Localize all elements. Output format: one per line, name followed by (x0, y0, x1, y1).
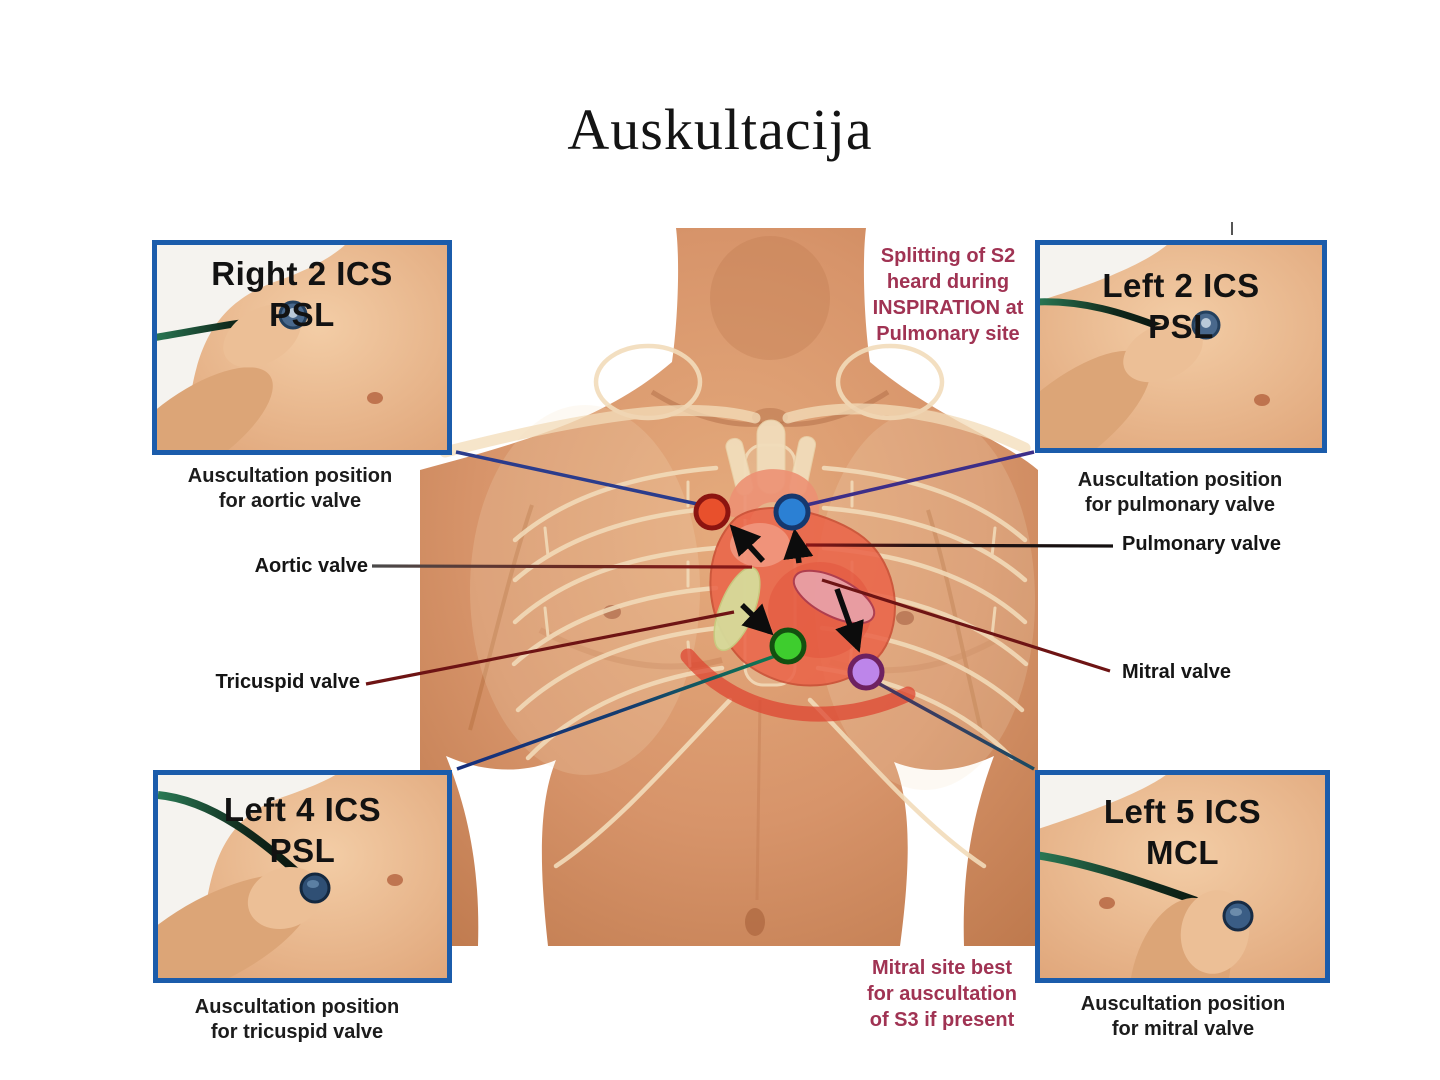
arrow-to-aortic-site (729, 524, 766, 563)
connector-mitral-site-to-bottom-right (875, 680, 1035, 771)
connector-tricuspid-site-to-bottom-left (456, 653, 779, 771)
stray-cursor-mark (1231, 222, 1233, 235)
valve-label-mitral: Mitral valve (1122, 661, 1231, 683)
note-s3-mitral: Mitral site best for auscultation of S3 … (866, 957, 1017, 1031)
caption-aortic-valve: Auscultation position for aortic valve (187, 465, 393, 512)
mitral-site-marker (847, 653, 885, 691)
arrow-to-tricuspid-site (740, 603, 774, 636)
note-s2-splitting: Splitting of S2 heard during INSPIRATION… (872, 245, 1024, 345)
inset-frame-bottom-left: Left 4 ICS PSL (153, 770, 452, 983)
inset-label-left-4-ics: Left 4 ICS PSL (223, 791, 382, 870)
page-title: Auskultacija (567, 97, 873, 162)
inset-frame-bottom-right: Left 5 ICS MCL (1035, 770, 1330, 983)
connector-top-left-to-aortic-site (455, 450, 703, 507)
arrow-to-mitral-site (834, 588, 864, 653)
inset-label-left-5-ics: Left 5 ICS MCL (1103, 793, 1262, 872)
inset-frame-top-right: Left 2 ICS PSL (1035, 240, 1327, 453)
aortic-site-marker (693, 493, 731, 531)
valve-label-aortic: Aortic valve (254, 555, 368, 577)
stethoscope-chestpiece (1222, 900, 1254, 932)
inset-frame-top-left: Right 2 ICS PSL (152, 240, 452, 455)
caption-tricuspid-valve: Auscultation position for tricuspid valv… (194, 996, 400, 1043)
caption-pulmonary-valve: Auscultation position for pulmonary valv… (1077, 469, 1283, 516)
leader-line-aortic-valve (371, 564, 753, 569)
tricuspid-site-marker (769, 627, 807, 665)
inset-label-right-2-ics: Right 2 ICS PSL (211, 255, 393, 334)
stethoscope-tube (1035, 298, 1170, 334)
valve-label-pulmonary: Pulmonary valve (1122, 533, 1281, 555)
inset-photo-left-2-ics (1035, 240, 1327, 453)
caption-mitral-valve: Auscultation position for mitral valve (1080, 993, 1286, 1040)
inset-photo-left-4-ics (153, 770, 452, 983)
arrow-to-pulmonary-site (783, 528, 814, 564)
inset-label-left-2-ics: Left 2 ICS PSL (1102, 267, 1260, 346)
stethoscope-chestpiece (299, 872, 331, 904)
connector-pulmonary-site-to-top-right (801, 450, 1035, 508)
inset-photo-right-2-ics (152, 240, 452, 455)
leader-line-pulmonary-valve (805, 543, 1114, 548)
mitral-valve-region (792, 569, 876, 625)
valve-label-tricuspid: Tricuspid valve (215, 671, 360, 693)
pulmonary-site-marker (773, 493, 811, 531)
leader-line-tricuspid-valve (365, 610, 735, 686)
leader-line-mitral-valve (821, 578, 1111, 673)
